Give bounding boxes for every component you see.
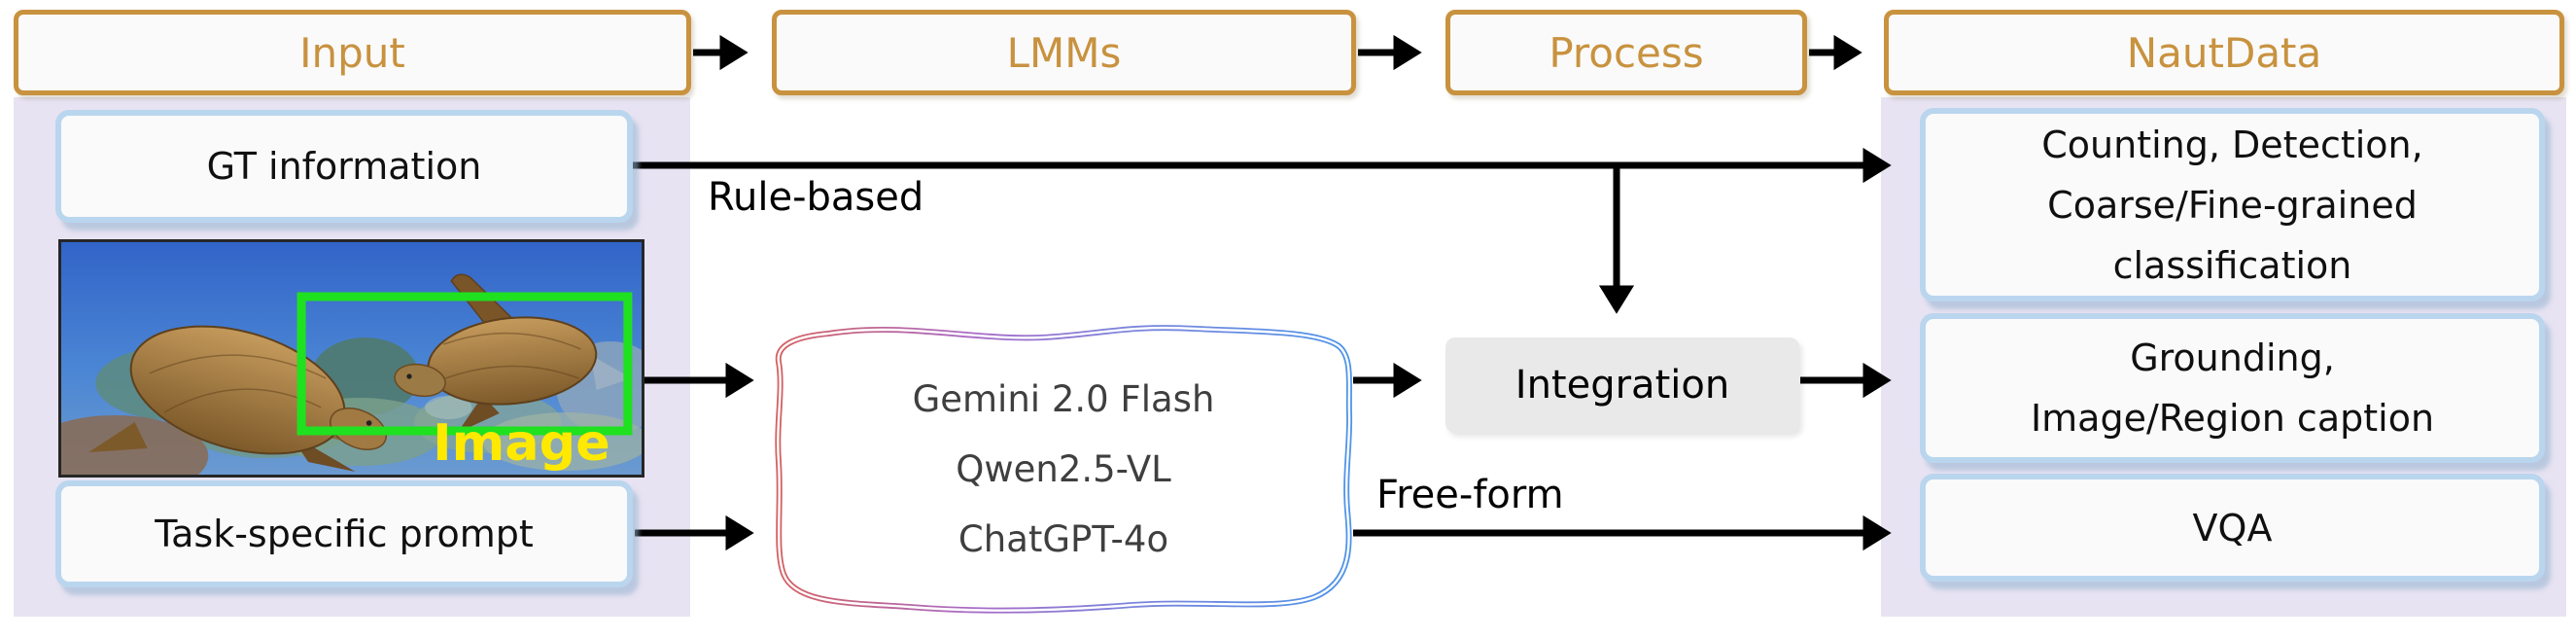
output-line: Counting, Detection, <box>2041 123 2423 166</box>
output-line: VQA <box>2192 506 2273 549</box>
gt-information-label: GT information <box>206 145 482 188</box>
output-line: Grounding, <box>2130 337 2335 379</box>
model-name-chatgpt: ChatGPT-4o <box>957 517 1169 560</box>
model-name-gemini: Gemini 2.0 Flash <box>912 377 1215 420</box>
gt-information-card: GT information <box>55 110 633 223</box>
stage-box-nautdata: NautData <box>1884 10 2564 95</box>
integration-label: Integration <box>1514 363 1730 408</box>
free-form-label: Free-form <box>1376 473 1564 517</box>
output-line: Coarse/Fine-grained <box>2047 183 2418 227</box>
image-caption: Image <box>433 414 610 473</box>
stage-box-input: Input <box>14 10 691 95</box>
stage-box-process: Process <box>1445 10 1807 95</box>
underwater-image: Image <box>58 239 644 478</box>
task-prompt-card: Task-specific prompt <box>55 480 633 587</box>
stage-box-lmms: LMMs <box>772 10 1356 95</box>
bounding-box <box>296 292 633 436</box>
turtle-photo: Image <box>61 242 642 475</box>
stage-label-lmms: LMMs <box>1006 28 1122 77</box>
output-line: classification <box>2112 243 2352 287</box>
output-card-recognition: Counting, Detection, Coarse/Fine-grained… <box>1920 108 2545 301</box>
task-prompt-label: Task-specific prompt <box>155 513 534 555</box>
integration-box: Integration <box>1445 337 1799 433</box>
stage-label-process: Process <box>1549 28 1704 77</box>
stage-label-input: Input <box>299 28 405 77</box>
right-turtle <box>394 273 632 433</box>
lmm-model-box: Gemini 2.0 Flash Qwen2.5-VL ChatGPT-4o <box>776 328 1351 611</box>
rule-based-label: Rule-based <box>708 175 924 220</box>
output-line: Image/Region caption <box>2030 397 2435 440</box>
stage-label-nautdata: NautData <box>2126 28 2322 77</box>
output-card-vqa: VQA <box>1920 474 2545 582</box>
output-card-caption: Grounding, Image/Region caption <box>1920 313 2545 463</box>
model-name-qwen: Qwen2.5-VL <box>956 447 1171 490</box>
